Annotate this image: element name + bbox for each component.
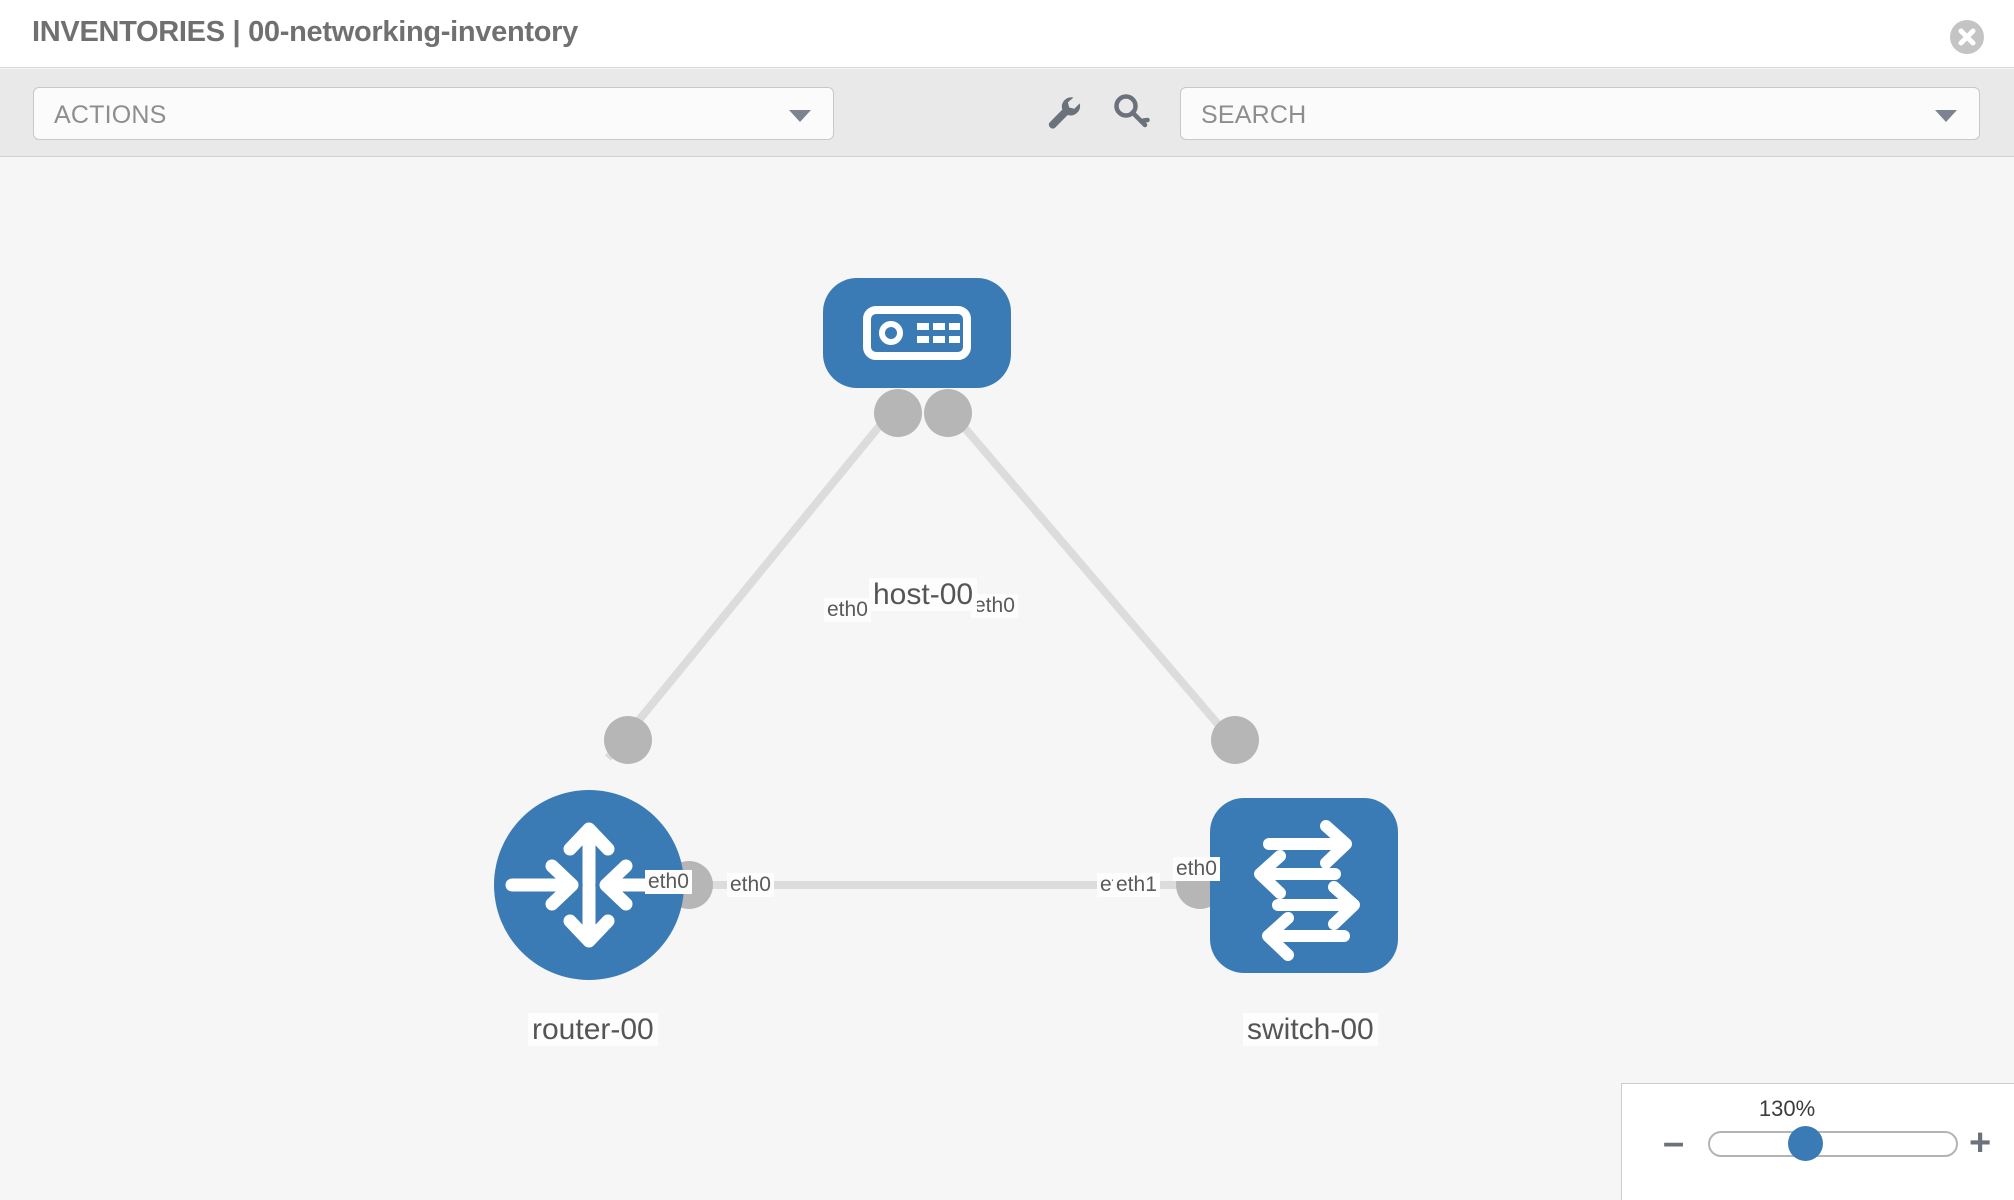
host-right-port-label: eth0	[971, 594, 1018, 619]
actions-dropdown-label: ACTIONS	[54, 101, 167, 129]
host-node-label: host-00	[869, 578, 978, 611]
router-arrows-icon	[505, 822, 673, 948]
chevron-down-icon[interactable]	[1935, 110, 1957, 122]
close-icon[interactable]	[1950, 20, 1984, 54]
toolbar: ACTIONS SEARCH	[0, 69, 2014, 157]
node-host-00[interactable]	[823, 278, 1011, 388]
switch-node-label: switch-00	[1243, 1013, 1378, 1046]
page-header: INVENTORIES | 00-networking-inventory	[0, 0, 2014, 68]
topology-links	[604, 410, 1244, 889]
search-input[interactable]: SEARCH	[1180, 87, 1980, 140]
switch-left-port-label-b: eth1	[1113, 873, 1160, 898]
port-router-up[interactable]	[604, 716, 652, 764]
node-switch-00[interactable]	[1210, 798, 1398, 973]
host-left-port-label: eth0	[824, 598, 871, 623]
node-router-00[interactable]	[494, 790, 684, 980]
chevron-down-icon	[789, 110, 811, 122]
topology-graph	[494, 278, 1398, 980]
zoom-control-panel: 130% – +	[1621, 1083, 2014, 1200]
port-host-right[interactable]	[924, 389, 972, 437]
topology-canvas[interactable]: eth0 eth0 eth0 eth0 eth0 eth0 eth1 host-…	[0, 158, 2014, 1200]
link-host-switch[interactable]	[948, 410, 1244, 753]
wrench-icon[interactable]	[1040, 89, 1088, 137]
key-icon[interactable]	[1108, 89, 1156, 137]
zoom-out-button[interactable]: –	[1663, 1122, 1685, 1164]
port-switch-up[interactable]	[1211, 716, 1259, 764]
zoom-level-label: 130%	[1758, 1096, 1816, 1121]
zoom-in-button[interactable]: +	[1969, 1122, 1992, 1164]
router-right-port-label: eth0	[727, 873, 774, 898]
link-host-router[interactable]	[604, 410, 894, 761]
switch-arrows-icon	[1254, 820, 1360, 961]
page-title: INVENTORIES | 00-networking-inventory	[32, 16, 578, 48]
switch-up-port-label: eth0	[1173, 857, 1220, 882]
zoom-slider-thumb[interactable]	[1788, 1126, 1823, 1161]
router-up-port-label: eth0	[645, 870, 692, 895]
actions-dropdown[interactable]: ACTIONS	[33, 87, 834, 140]
search-placeholder: SEARCH	[1201, 101, 1307, 129]
zoom-slider-track[interactable]	[1708, 1131, 1958, 1157]
router-node-label: router-00	[528, 1013, 658, 1046]
port-host-left[interactable]	[874, 389, 922, 437]
server-icon	[863, 306, 971, 360]
